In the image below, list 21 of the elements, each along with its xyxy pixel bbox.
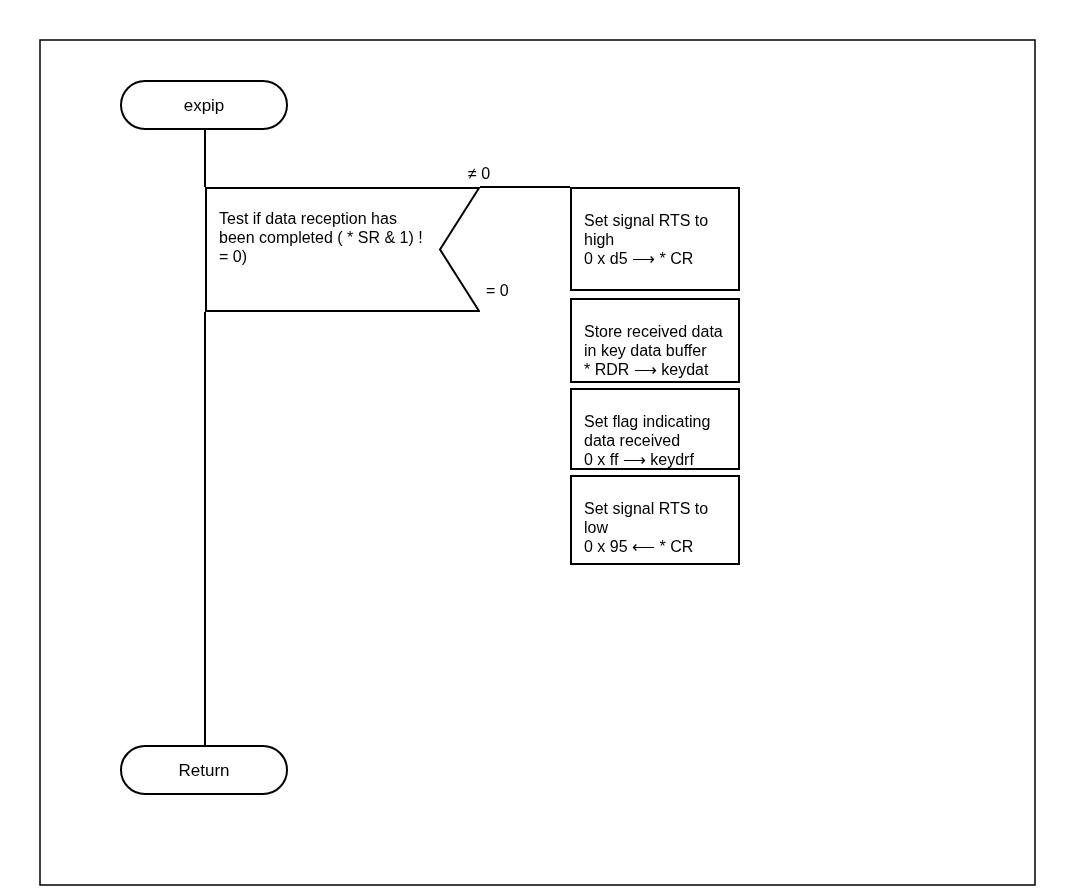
step-text: 0 x 95 ⟵ * CR [584,537,695,556]
step-text: Set flag indicating data received [584,412,712,450]
step-text: Set signal RTS to low [584,499,710,537]
connector-line [204,129,206,188]
process-box [570,475,740,565]
condition-text: Test if data reception has been completed ( * SR & 1) ! = 0) [219,209,424,266]
terminal-label: expip [183,95,225,115]
step-text: Set signal RTS to high [584,211,710,249]
step-text: Store received data in key data buffer [584,322,724,360]
step-text: * RDR ⟶ keydat [584,360,710,379]
process-box [570,187,740,291]
decision-box [205,187,480,312]
terminal-box [120,80,288,130]
process-box [570,388,740,470]
terminal-box [120,745,288,795]
step-text: 0 x d5 ⟶ * CR [584,249,695,268]
process-box [570,298,740,383]
connector-line [479,186,571,188]
terminal-label: Return [178,760,230,780]
step-text: 0 x ff ⟶ keydrf [584,450,695,469]
connector-line [204,311,206,746]
